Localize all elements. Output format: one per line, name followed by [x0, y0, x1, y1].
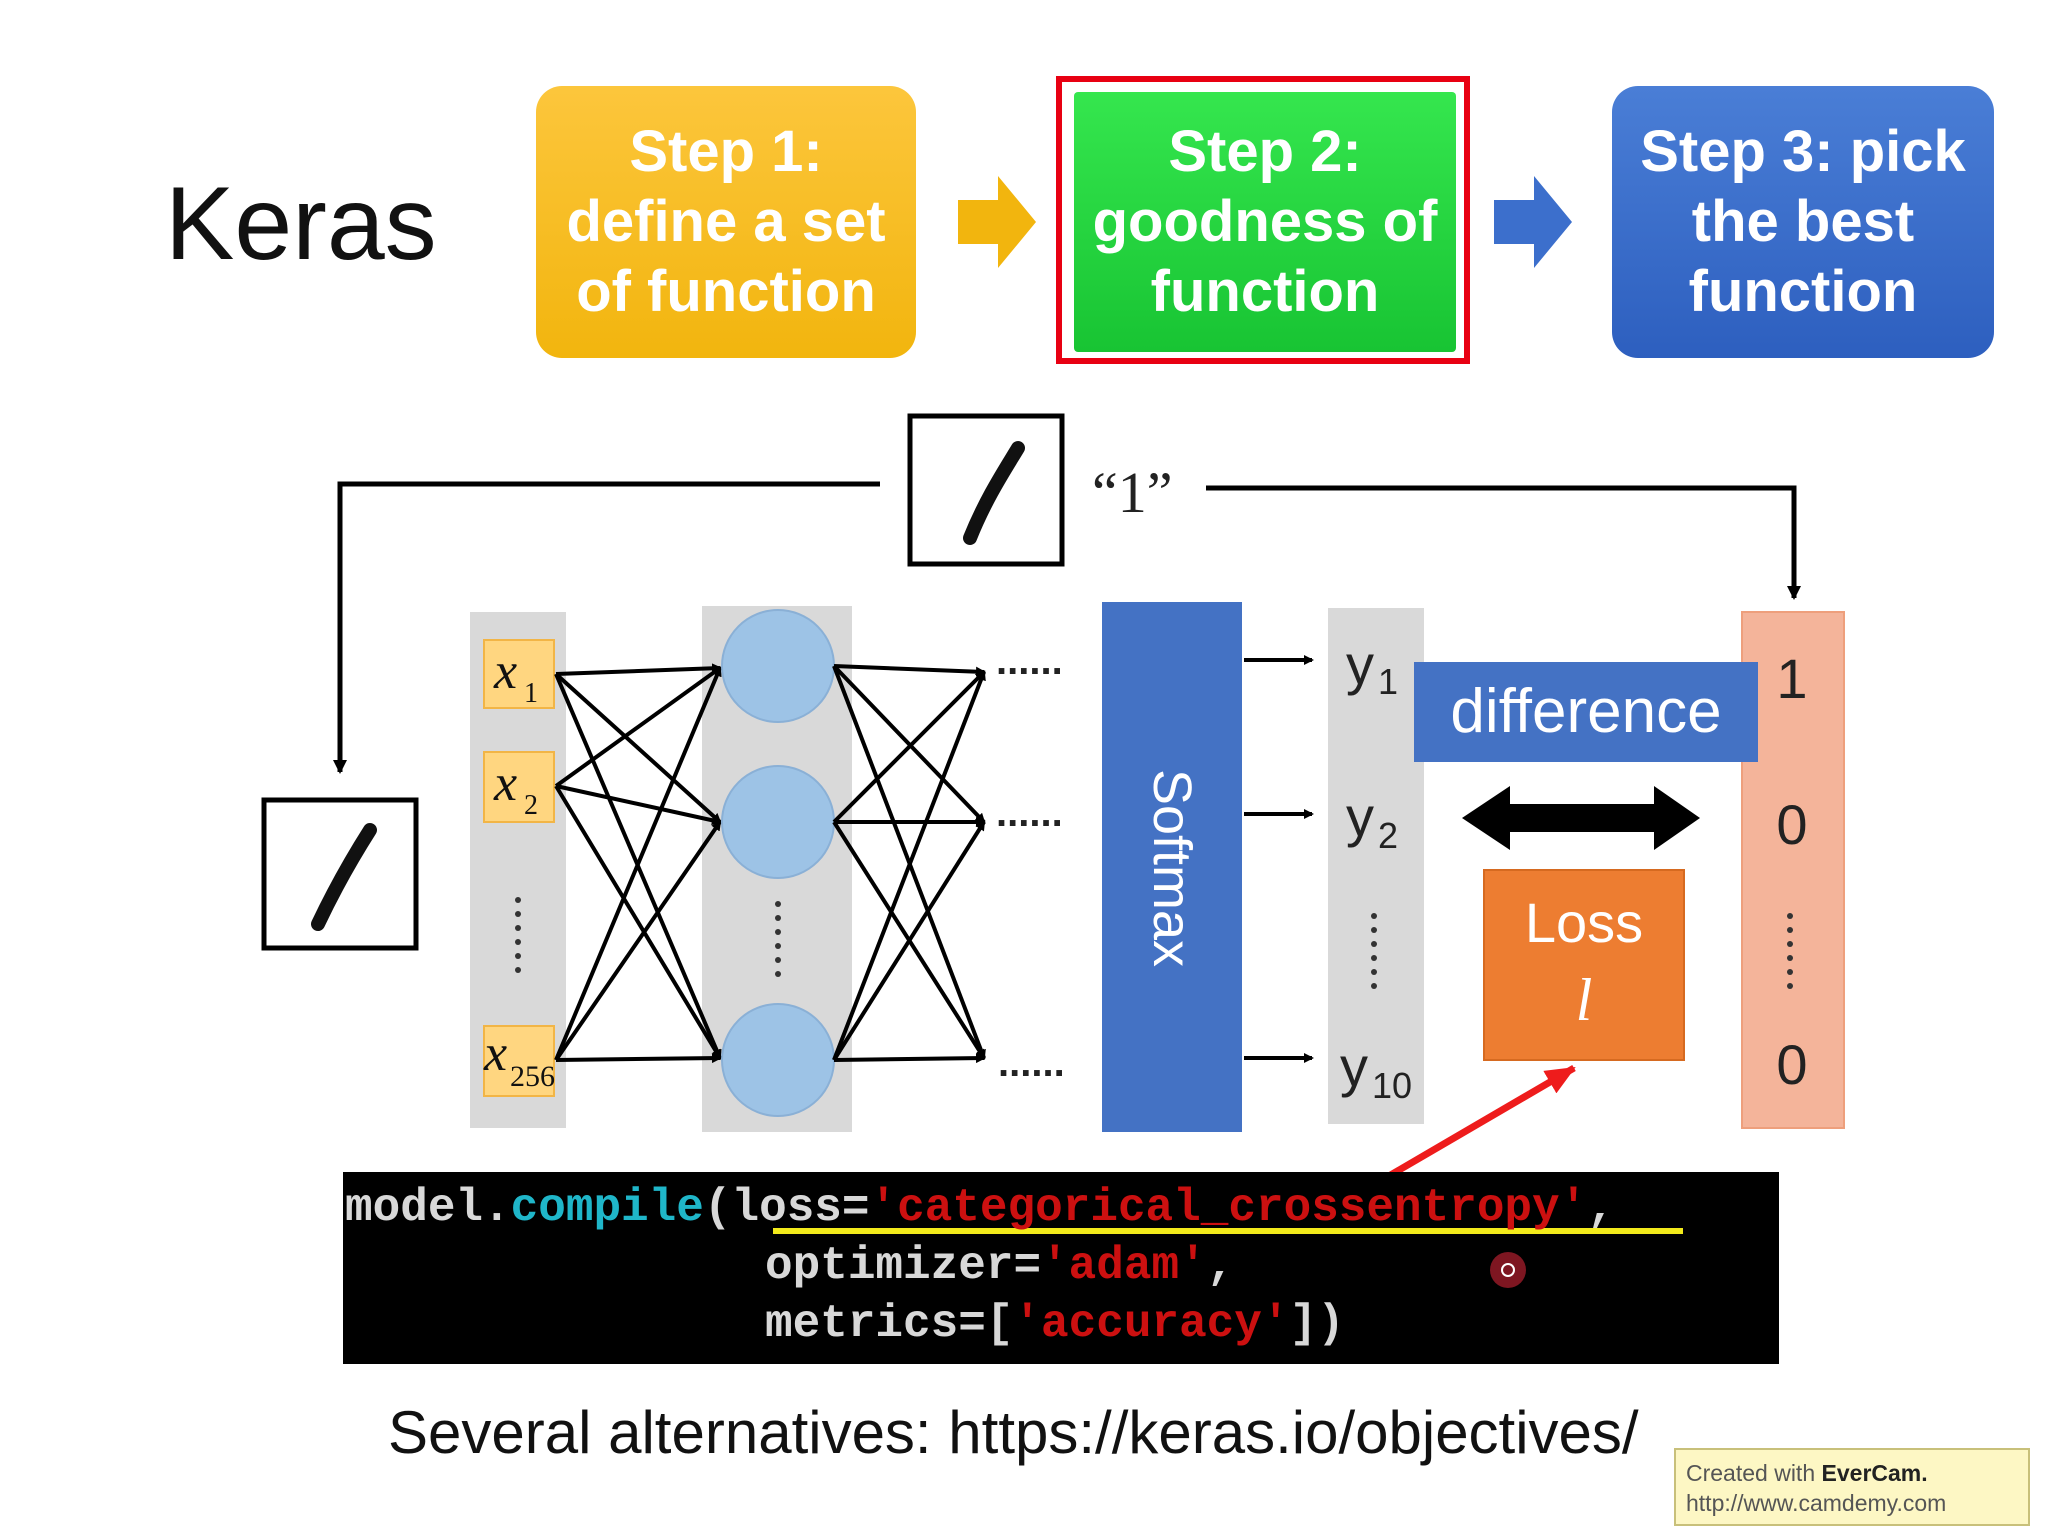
- input-cell: [483, 751, 555, 823]
- code-line: model.compile(loss='categorical_crossent…: [345, 1182, 1615, 1234]
- step-arrow-1: [958, 176, 1036, 268]
- target-ellipsis: [1787, 913, 1793, 989]
- output-ellipsis: [1371, 913, 1377, 989]
- input-subscript: 256: [510, 1060, 555, 1093]
- step-3-box: Step 3: pick the best function: [1612, 86, 1994, 358]
- output-subscript: 1: [1378, 661, 1398, 702]
- digit-image-top: [907, 413, 1065, 567]
- red-annotation-arrow: [1380, 1064, 1576, 1184]
- input-label: x: [493, 755, 517, 812]
- output-label: y: [1346, 633, 1374, 696]
- target-value: 1: [1776, 647, 1807, 710]
- step-2-box: Step 2: goodness of function: [1074, 92, 1456, 352]
- input-ellipsis: [515, 897, 521, 973]
- input-label: x: [483, 1025, 507, 1082]
- loss-symbol: l: [1576, 967, 1593, 1033]
- digit-image-left: [261, 797, 419, 951]
- page-title: Keras: [165, 166, 437, 282]
- target-column: [1741, 611, 1845, 1129]
- hidden-neuron: [721, 609, 835, 723]
- layer-ellipsis: ......: [998, 1041, 1065, 1085]
- softmax-block: [1102, 602, 1242, 1132]
- layer-ellipsis: ......: [996, 791, 1063, 835]
- code-line: optimizer='adam',: [765, 1240, 1235, 1292]
- output-layer-column: [1328, 608, 1424, 1124]
- input-cell: [483, 1025, 555, 1097]
- evercam-watermark: Created with EverCam. http://www.camdemy…: [1674, 1448, 2030, 1526]
- softmax-output-arrows: [1244, 655, 1314, 1063]
- input-cell: [483, 639, 555, 709]
- difference-label: difference: [1450, 677, 1721, 746]
- output-label: y: [1340, 1035, 1368, 1098]
- input-feed-line: [333, 481, 880, 774]
- output-subscript: 2: [1378, 815, 1398, 856]
- pointer-indicator: [1490, 1252, 1526, 1288]
- hidden-neuron: [721, 765, 835, 879]
- input-subscript: 1: [524, 678, 538, 709]
- input-subscript: 2: [524, 790, 538, 821]
- output-label: y: [1346, 785, 1374, 848]
- code-block: model.compile(loss='categorical_crossent…: [343, 1172, 1779, 1364]
- target-label: “1”: [1092, 460, 1173, 525]
- hidden-next-connections: [832, 664, 986, 1064]
- target-value: 0: [1776, 1033, 1807, 1096]
- hidden-neuron: [721, 1003, 835, 1117]
- layer-ellipsis: ......: [996, 639, 1063, 683]
- double-arrow: [1462, 786, 1700, 850]
- input-label: x: [493, 643, 517, 700]
- input-hidden-connections: [554, 663, 722, 1064]
- target-value: 0: [1776, 793, 1807, 856]
- alternatives-link-text: Several alternatives: https://keras.io/o…: [388, 1399, 1639, 1466]
- step-1-box: Step 1: define a set of function: [536, 86, 916, 358]
- hidden-ellipsis: [775, 901, 781, 977]
- difference-box: [1414, 662, 1758, 762]
- code-line: metrics=['accuracy']): [765, 1298, 1345, 1350]
- softmax-label: Softmax: [1142, 769, 1202, 967]
- step-arrow-2: [1494, 176, 1572, 268]
- highlight-underline: [773, 1228, 1683, 1234]
- loss-box: [1483, 869, 1685, 1061]
- target-feed-line: [1206, 485, 1801, 600]
- step-2-highlight-frame: [1056, 76, 1470, 364]
- loss-label: Loss: [1525, 891, 1643, 954]
- output-subscript: 10: [1372, 1065, 1412, 1106]
